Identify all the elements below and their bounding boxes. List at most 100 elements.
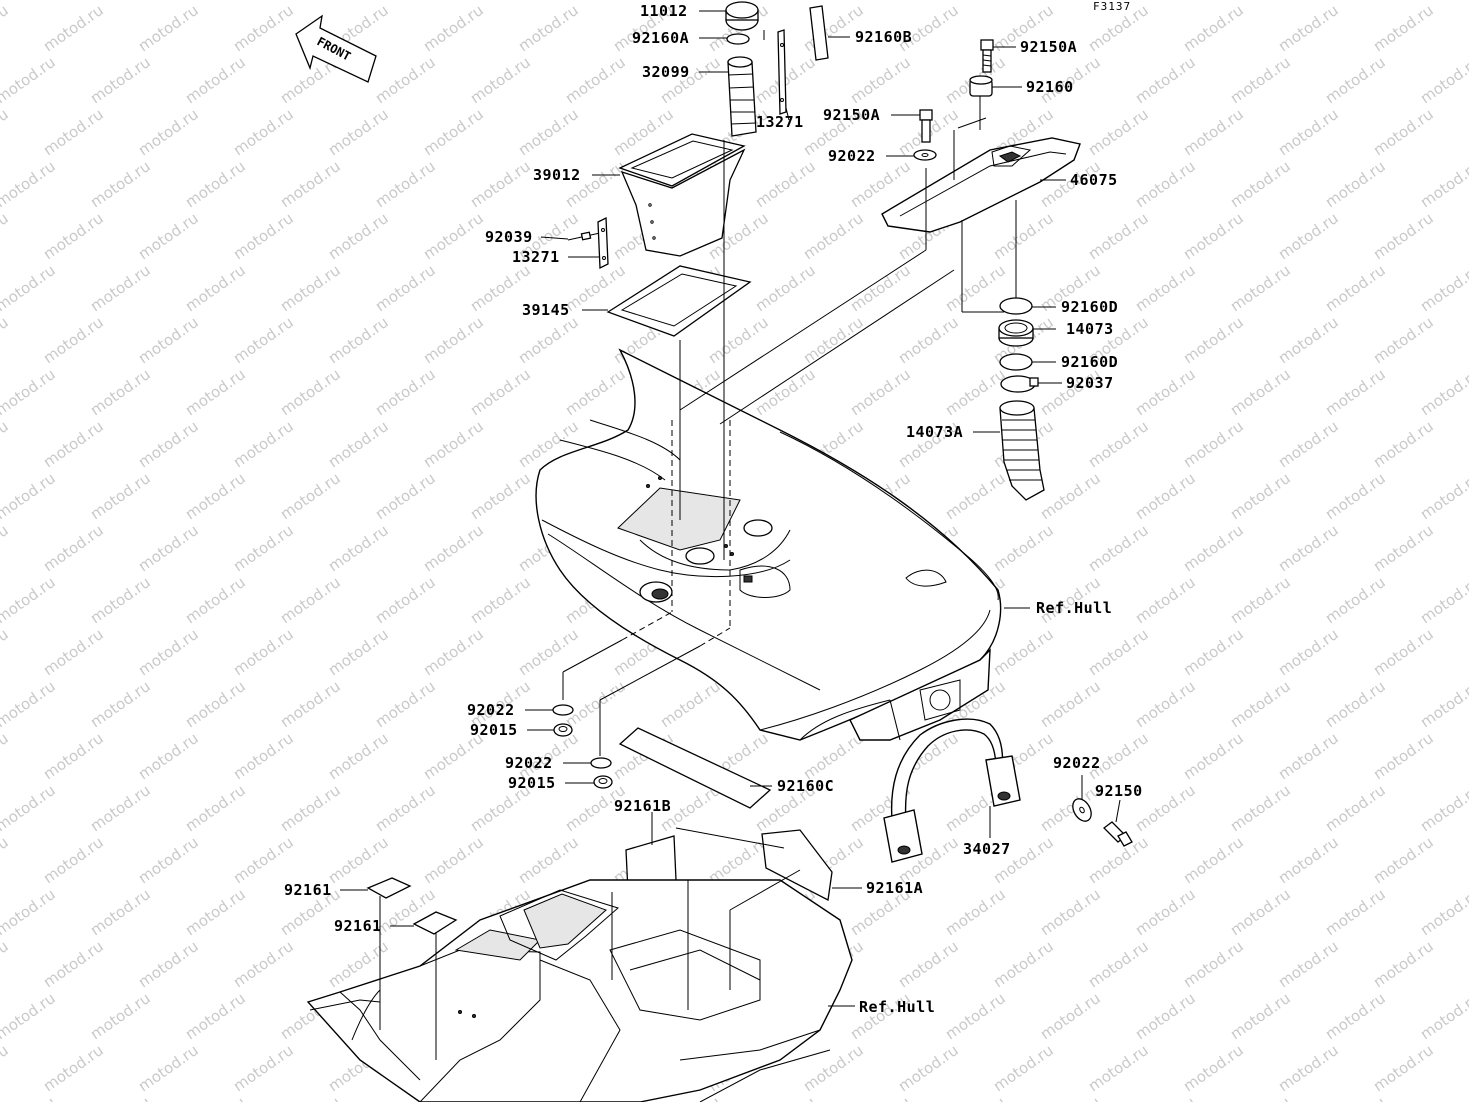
watermark-text: motod.ru (0, 1, 12, 55)
callout-92160: 92160 (1026, 78, 1074, 96)
bolt-92150A-lower-part (919, 109, 933, 143)
callout-11012: 11012 (640, 2, 688, 20)
watermark-text: motod.ru (1132, 53, 1199, 107)
watermark-text: motod.ru (1227, 469, 1294, 523)
watermark-text: motod.ru (372, 261, 439, 315)
watermark-text: motod.ru (467, 573, 534, 627)
watermark-text: motod.ru (515, 833, 582, 887)
watermark-text: motod.ru (990, 209, 1057, 263)
watermark-text: motod.ru (1275, 521, 1342, 575)
watermark-text: motod.ru (277, 365, 344, 419)
watermark-text: motod.ru (277, 157, 344, 211)
watermark-text: motod.ru (1417, 1093, 1469, 1102)
watermark-text: motod.ru (1370, 833, 1437, 887)
watermark-text: motod.ru (1465, 729, 1469, 783)
watermark-text: motod.ru (40, 209, 107, 263)
fitting-14073-part (998, 319, 1034, 347)
watermark-text: motod.ru (0, 365, 59, 419)
boarding-handle-34027-part (883, 718, 1021, 863)
watermark-text: motod.ru (277, 261, 344, 315)
bellows-hose-14073A-part (999, 400, 1045, 501)
bolt-92150-right-part (1103, 821, 1133, 847)
watermark-text: motod.ru (1227, 989, 1294, 1043)
watermark-text: motod.ru (1417, 573, 1469, 627)
watermark-text: motod.ru (942, 1093, 1009, 1102)
watermark-text: motod.ru (0, 0, 59, 3)
watermark-text: motod.ru (515, 313, 582, 367)
watermark-text: motod.ru (87, 989, 154, 1043)
watermark-text: motod.ru (135, 833, 202, 887)
watermark-text: motod.ru (1465, 313, 1469, 367)
watermark-text: motod.ru (1180, 313, 1247, 367)
strip-92160B-part (809, 5, 829, 61)
watermark-text: motod.ru (1417, 365, 1469, 419)
callout-92039: 92039 (485, 228, 533, 246)
watermark-text: motod.ru (87, 781, 154, 835)
watermark-text: motod.ru (1037, 781, 1104, 835)
watermark-text: motod.ru (1132, 885, 1199, 939)
watermark-text: motod.ru (1180, 209, 1247, 263)
watermark-text: motod.ru (0, 469, 59, 523)
watermark-text: motod.ru (182, 989, 249, 1043)
watermark-text: motod.ru (0, 833, 12, 887)
washer-92022-left-b-part (590, 757, 612, 769)
watermark-text: motod.ru (1370, 729, 1437, 783)
watermark-text: motod.ru (420, 313, 487, 367)
callout-92150A-upper: 92150A (1020, 38, 1077, 56)
callout-14073A: 14073A (906, 423, 963, 441)
watermark-text: motod.ru (182, 53, 249, 107)
watermark-text: motod.ru (1322, 1093, 1389, 1102)
watermark-text: motod.ru (1370, 105, 1437, 159)
watermark-text: motod.ru (562, 677, 629, 731)
watermark-text: motod.ru (1180, 105, 1247, 159)
watermark-text: motod.ru (1227, 157, 1294, 211)
watermark-text: motod.ru (1275, 937, 1342, 991)
watermark-text: motod.ru (1322, 365, 1389, 419)
watermark-text: motod.ru (562, 53, 629, 107)
watermark-text: motod.ru (467, 469, 534, 523)
watermark-text: motod.ru (1417, 469, 1469, 523)
watermark-text: motod.ru (182, 781, 249, 835)
callout-92160D-lower: 92160D (1061, 353, 1118, 371)
watermark-text: motod.ru (182, 365, 249, 419)
watermark-text: motod.ru (942, 885, 1009, 939)
nut-92015-left-b-part (593, 775, 613, 789)
watermark-text: motod.ru (135, 729, 202, 783)
watermark-text: motod.ru (182, 885, 249, 939)
watermark-text: motod.ru (135, 937, 202, 991)
mat-92160C-part (618, 727, 772, 809)
callout-92161-upper: 92161 (284, 881, 332, 899)
watermark-text: motod.ru (895, 313, 962, 367)
watermark-text: motod.ru (182, 1093, 249, 1102)
watermark-text: motod.ru (1465, 209, 1469, 263)
watermark-text: motod.ru (0, 105, 12, 159)
watermark-text: motod.ru (182, 261, 249, 315)
watermark-text: motod.ru (87, 1093, 154, 1102)
grab-handle-46075-part (881, 137, 1081, 233)
watermark-text: motod.ru (1227, 1093, 1294, 1102)
watermark-text: motod.ru (1370, 1041, 1437, 1095)
watermark-text: motod.ru (990, 625, 1057, 679)
watermark-text: motod.ru (1465, 521, 1469, 575)
watermark-text: motod.ru (40, 313, 107, 367)
watermark-text: motod.ru (990, 937, 1057, 991)
callout-ref-hull-lower: Ref.Hull (859, 998, 935, 1016)
watermark-text: motod.ru (1085, 417, 1152, 471)
upper-hull-deck-part (535, 348, 1002, 741)
watermark-text: motod.ru (1417, 53, 1469, 107)
pin-92039-part (567, 231, 601, 241)
watermark-text: motod.ru (942, 469, 1009, 523)
watermark-text: motod.ru (0, 53, 59, 107)
watermark-text: motod.ru (372, 157, 439, 211)
callout-92022-right: 92022 (1053, 754, 1101, 772)
watermark-text: motod.ru (1417, 781, 1469, 835)
watermark-text: motod.ru (1227, 781, 1294, 835)
callout-labels: 11012 92160A 32099 13271 39012 92039 132… (284, 2, 1142, 1016)
callout-92037: 92037 (1066, 374, 1114, 392)
watermark-text: motod.ru (1227, 677, 1294, 731)
watermark-text: motod.ru (1227, 573, 1294, 627)
watermark-text: motod.ru (182, 469, 249, 523)
callout-92160C: 92160C (777, 777, 834, 795)
watermark-text: motod.ru (1085, 209, 1152, 263)
